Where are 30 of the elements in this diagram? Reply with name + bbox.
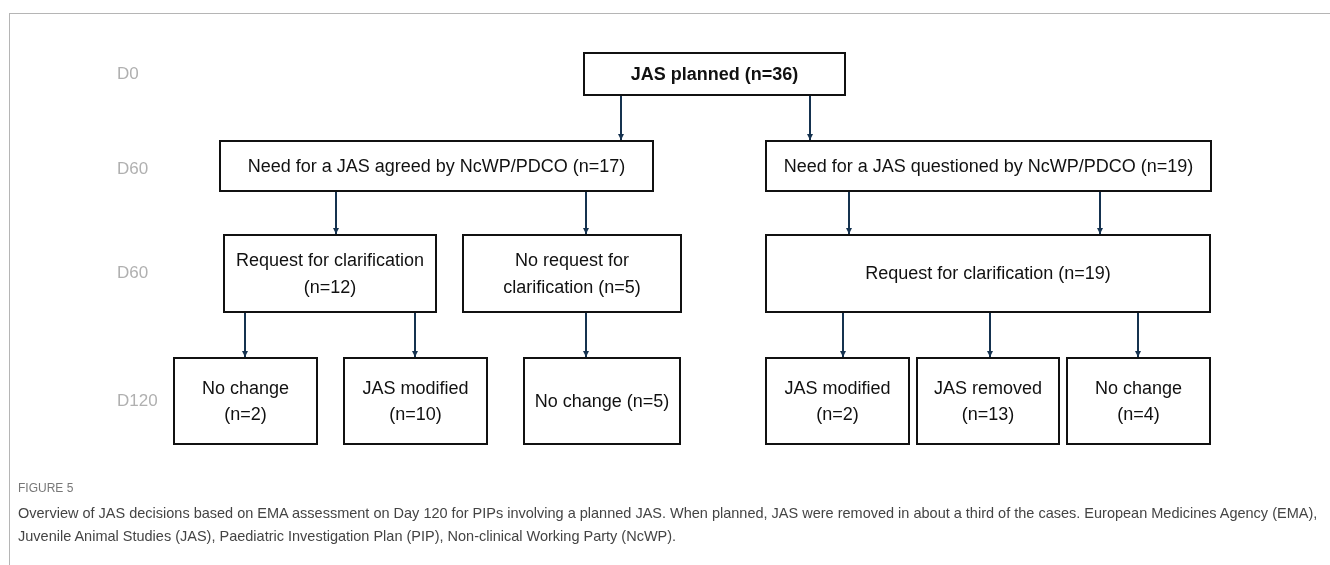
- arrow: [840, 312, 846, 358]
- arrow: [412, 312, 418, 358]
- arrow: [1097, 191, 1103, 235]
- process-box: Need for a JAS questioned by NcWP/PDCO (n=19): [765, 140, 1212, 192]
- process-box: No change (n=2): [173, 357, 318, 445]
- arrow: [583, 312, 589, 358]
- process-box: Request for clarification (n=12): [223, 234, 437, 313]
- process-box: No request for clarification (n=5): [462, 234, 682, 313]
- arrow: [807, 95, 813, 141]
- arrow: [618, 95, 624, 141]
- caption: Overview of JAS decisions based on EMA assessment on Day 120 for PIPs involving a planned JAS. When planned, JAS were removed in about a third of the cases. European Medicines Agency (EMA), Juvenile Animal Studies (JAS), Paediatric Investigation Plan (PIP), Non-clinical Working Party (NcWP).: [18, 504, 1318, 546]
- process-box: No change (n=5): [523, 357, 681, 445]
- process-box: JAS removed (n=13): [916, 357, 1060, 445]
- process-box: Request for clarification (n=19): [765, 234, 1211, 313]
- process-box: No change (n=4): [1066, 357, 1211, 445]
- arrow: [242, 312, 248, 358]
- process-box: Need for a JAS agreed by NcWP/PDCO (n=17): [219, 140, 654, 192]
- arrow: [333, 191, 339, 235]
- process-box: JAS planned (n=36): [583, 52, 846, 96]
- stage-label: D60: [117, 160, 149, 177]
- arrow: [583, 191, 589, 235]
- stage-label: D0: [117, 65, 139, 82]
- stage-label: D120: [117, 392, 158, 409]
- process-box: JAS modified (n=10): [343, 357, 488, 445]
- arrow: [846, 191, 852, 235]
- process-box: JAS modified (n=2): [765, 357, 910, 445]
- figure-title: FIGURE 5: [18, 482, 74, 494]
- arrow: [1135, 312, 1141, 358]
- arrow: [987, 312, 993, 358]
- stage-label: D60: [117, 264, 149, 281]
